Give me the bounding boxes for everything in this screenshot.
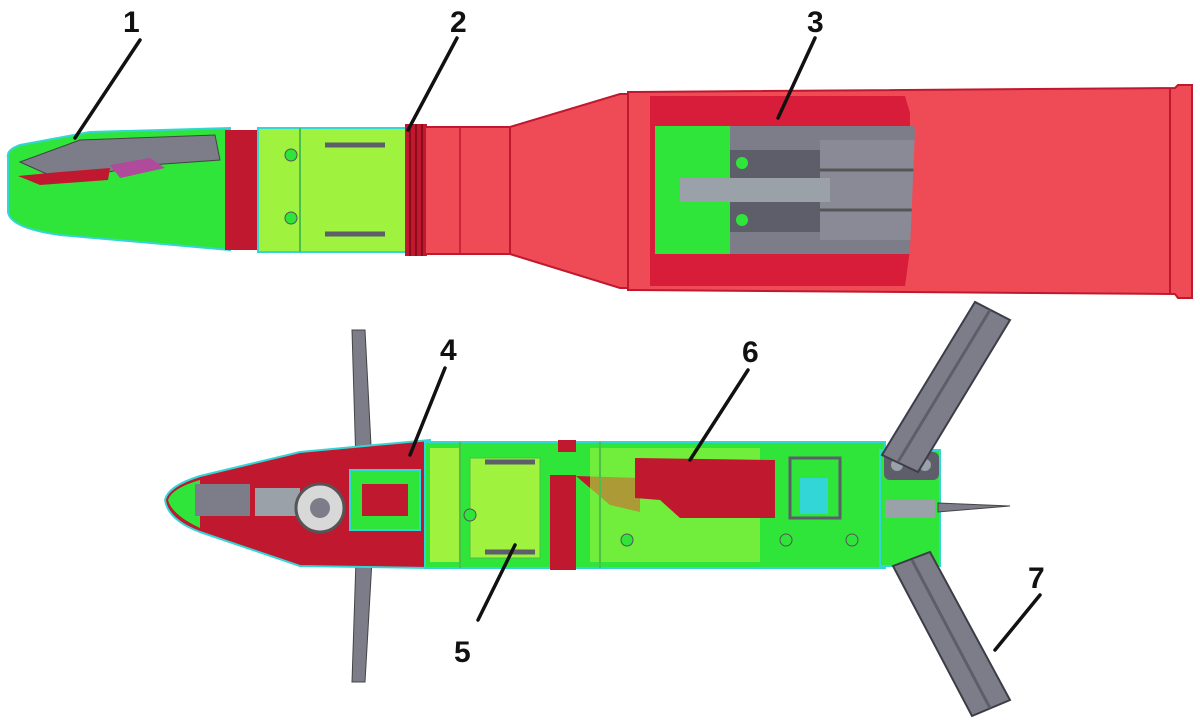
leader-5 bbox=[476, 543, 517, 622]
callout-7: 7 bbox=[1028, 562, 1045, 595]
deployed-projectile bbox=[163, 300, 1012, 718]
nose-inner-red bbox=[18, 168, 110, 185]
leader-3 bbox=[776, 36, 817, 120]
callout-3: 3 bbox=[807, 6, 824, 39]
leader-7 bbox=[993, 593, 1042, 652]
body-screw-1 bbox=[284, 148, 298, 162]
leader-4 bbox=[408, 366, 447, 457]
complete-round-assembly bbox=[6, 84, 1193, 299]
leader-1 bbox=[73, 38, 142, 140]
nose-band bbox=[225, 130, 260, 250]
nose-inner-purple bbox=[110, 158, 165, 178]
callout-4: 4 bbox=[440, 334, 457, 367]
callout-2: 2 bbox=[450, 6, 467, 39]
callout-leaders bbox=[73, 36, 1042, 652]
leader-6 bbox=[688, 368, 750, 462]
callout-6: 6 bbox=[742, 336, 759, 369]
warhead bbox=[635, 458, 775, 518]
cartridge-case-neck bbox=[424, 93, 631, 289]
canard-blade-lower bbox=[351, 559, 373, 683]
fin-upper bbox=[880, 300, 1012, 474]
tail-spike bbox=[937, 502, 1011, 513]
callout-5: 5 bbox=[454, 636, 471, 669]
callout-labels: 1 2 3 4 5 6 7 bbox=[123, 6, 1045, 669]
leader-2 bbox=[406, 36, 459, 132]
body-screw-2 bbox=[284, 211, 298, 225]
driving-band-deployed bbox=[550, 475, 576, 570]
callout-1: 1 bbox=[123, 6, 140, 39]
